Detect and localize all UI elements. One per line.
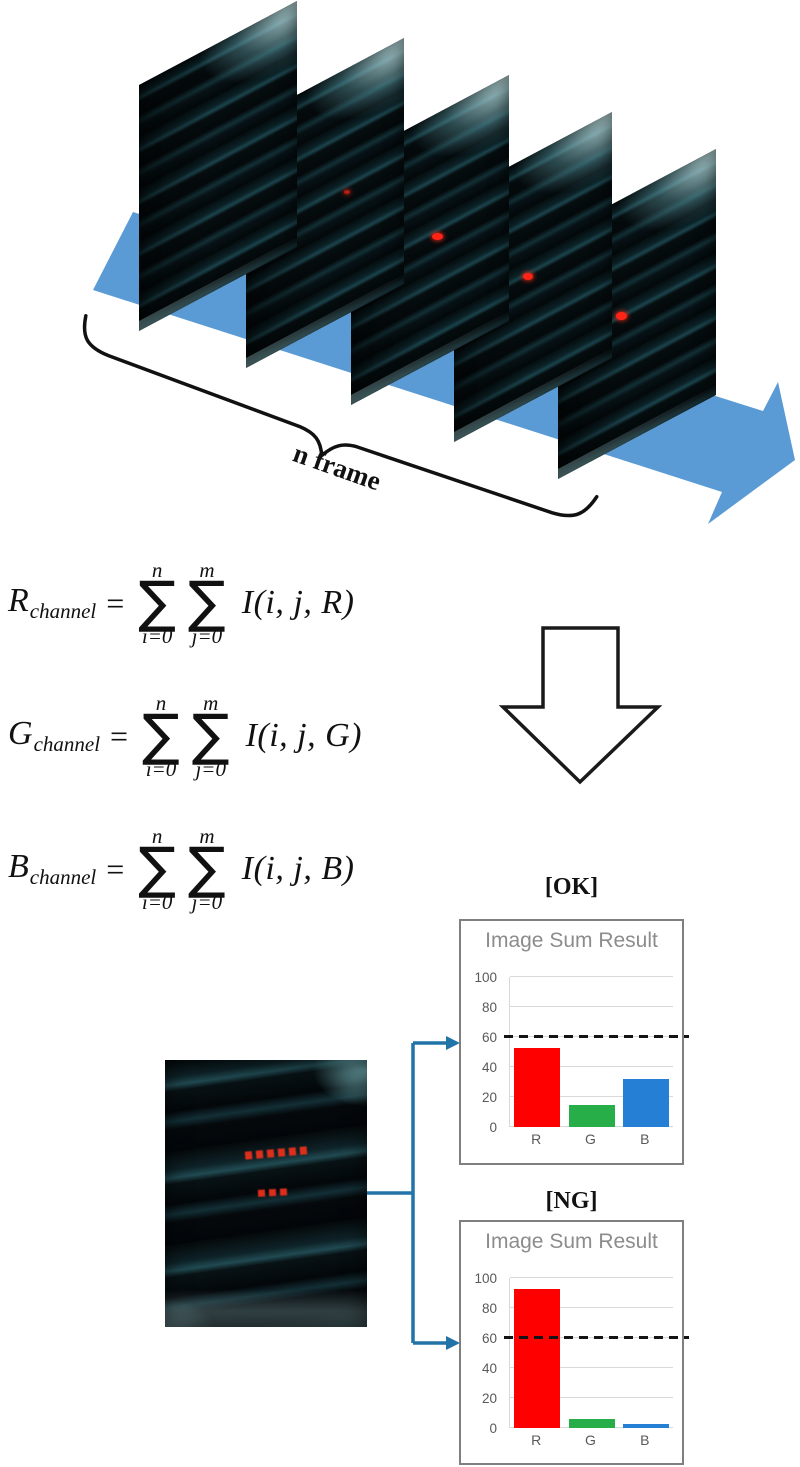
defect-red-dot-frame5 [616,312,627,320]
gridline [510,976,673,977]
ok-bar-chart: Image Sum Result 0 20 40 60 80 100 R G B [459,919,689,1165]
sum-over-j: m ∑ j=0 [188,823,226,915]
x-category-label: R [531,1432,542,1448]
y-tick-label: 60 [481,1331,497,1346]
gridline [510,1307,673,1308]
equals-sign: = [110,717,129,754]
y-tick-label: 0 [489,1421,497,1436]
brace-path [82,314,599,518]
gridline [510,1066,673,1067]
ng-panel-label: [NG] [545,1188,598,1214]
sum-over-i: n ∑ i=0 [138,823,177,915]
gridline [510,1006,673,1007]
sum-over-i: n ∑ i=0 [142,690,180,782]
gridline [510,1367,673,1368]
gridline [510,1096,673,1097]
sum-over-i: n ∑ i=0 [138,557,177,649]
plot-area [504,976,689,1127]
arrowhead-to-ok-chart [446,1036,460,1050]
ng-bar-chart: Image Sum Result 0 20 40 60 80 100 R G B [459,1220,689,1465]
formula-b-channel: Bchannel = n ∑ i=0 m ∑ j=0 I(i, j, B) [8,804,354,934]
chart-title: Image Sum Result [485,929,658,952]
sigma-symbol: ∑ [191,702,230,768]
sigma-symbol: ∑ [138,569,177,635]
y-tick-label: 40 [481,1361,497,1376]
plot-area [504,1277,689,1428]
y-tick-label: 0 [489,1120,497,1135]
threshold-dashed-line [504,1035,689,1038]
y-tick-label: 20 [481,1090,497,1105]
y-tick-label: 100 [474,1271,497,1286]
formula-lhs: Gchannel [8,715,101,756]
sigma-symbol: ∑ [138,835,177,901]
bar-G [568,1419,615,1428]
gridline [510,1397,673,1398]
y-tick-label: 100 [474,970,497,985]
sum-over-j: m ∑ j=0 [188,557,226,649]
gridline [510,1277,673,1278]
threshold-dashed-line [504,1336,689,1339]
n-frame-brace [82,314,599,518]
x-category-label: G [585,1432,596,1448]
bar-B [622,1423,669,1428]
ok-panel-label: [OK] [544,874,599,900]
bar-R [514,1047,561,1127]
sigma-symbol: ∑ [188,835,226,901]
y-axis-ticks: 0 20 40 60 80 100 [463,1271,503,1436]
x-category-label: G [585,1131,596,1147]
sigma-symbol: ∑ [142,702,180,768]
formula-lhs: Rchannel [8,582,97,623]
formula-rhs: I(i, j, R) [241,584,355,621]
x-category-label: B [640,1432,650,1448]
connector-lines [367,1041,446,1345]
y-axis-ticks: 0 20 40 60 80 100 [463,970,503,1135]
formula-g-channel: Gchannel = n ∑ i=0 m ∑ j=0 I(i, j, G) [8,671,362,801]
defect-red-dot-frame4 [523,273,533,280]
process-down-arrow [498,626,663,785]
x-category-label: B [640,1131,650,1147]
y-tick-label: 20 [481,1391,497,1406]
x-category-label: R [531,1131,542,1147]
sigma-symbol: ∑ [188,569,226,635]
equals-sign: = [106,850,125,887]
y-tick-label: 80 [481,1301,497,1316]
sum-over-j: m ∑ j=0 [191,690,230,782]
formula-rhs: I(i, j, G) [245,717,362,754]
photo-to-charts-connector [367,1036,460,1350]
formula-r-channel: Rchannel = n ∑ i=0 m ∑ j=0 I(i, j, R) [8,538,354,668]
down-arrow-shape [498,626,663,785]
equals-sign: = [106,584,125,621]
defect-red-dot-frame3 [432,233,443,240]
bar-R [514,1288,561,1428]
y-tick-label: 40 [481,1060,497,1075]
formula-rhs: I(i, j, B) [241,850,355,887]
formula-lhs: Bchannel [8,848,97,889]
bar-B [622,1079,669,1127]
chart-title: Image Sum Result [485,1230,658,1253]
y-tick-label: 80 [481,1000,497,1015]
y-tick-label: 60 [481,1030,497,1045]
defect-red-dot-frame2 [344,190,350,194]
bar-G [568,1104,615,1127]
arrowhead-to-ng-chart [446,1336,460,1350]
